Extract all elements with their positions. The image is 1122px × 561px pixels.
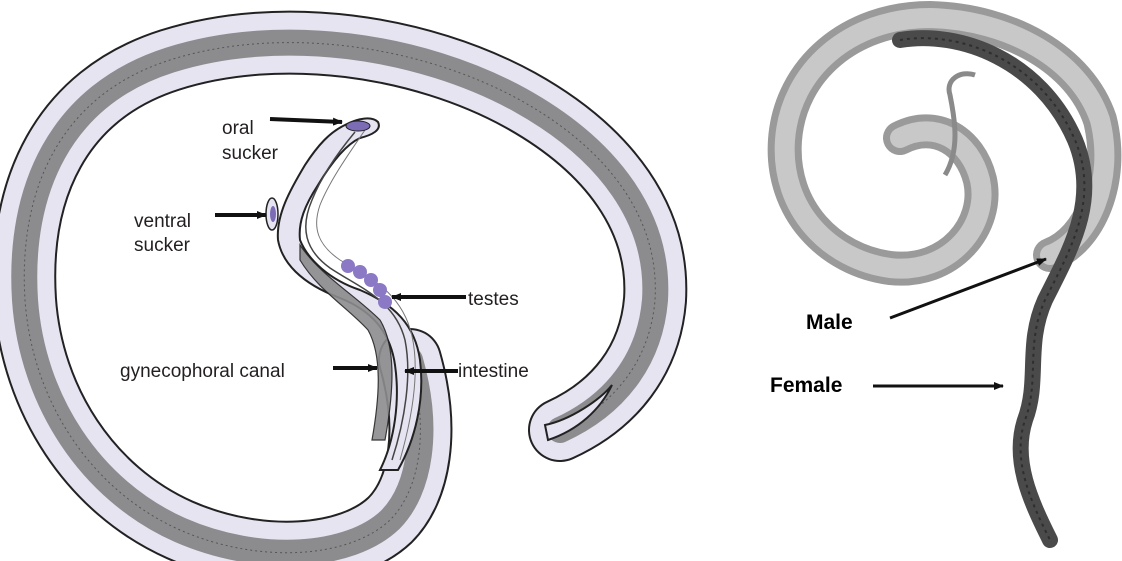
testes-label: testes — [468, 289, 519, 310]
male-worm-diagram: oral sucker ventral sucker testes gyneco… — [24, 43, 655, 553]
oral-sucker-arrow — [270, 119, 342, 122]
male-label: Male — [806, 311, 853, 334]
ventral-sucker-label: ventral sucker — [134, 211, 196, 256]
intestine-label: intestine — [458, 361, 529, 382]
female-worm-photo — [900, 38, 1084, 540]
anterior-body — [278, 118, 421, 470]
gynecophoral-canal-label: gynecophoral canal — [120, 361, 285, 382]
ventral-sucker-center — [270, 206, 276, 222]
worm-pair-photo: Male Female — [770, 18, 1104, 540]
oral-sucker-label: oral sucker — [222, 118, 279, 164]
female-label: Female — [770, 374, 842, 397]
oral-sucker-shape — [346, 121, 370, 131]
